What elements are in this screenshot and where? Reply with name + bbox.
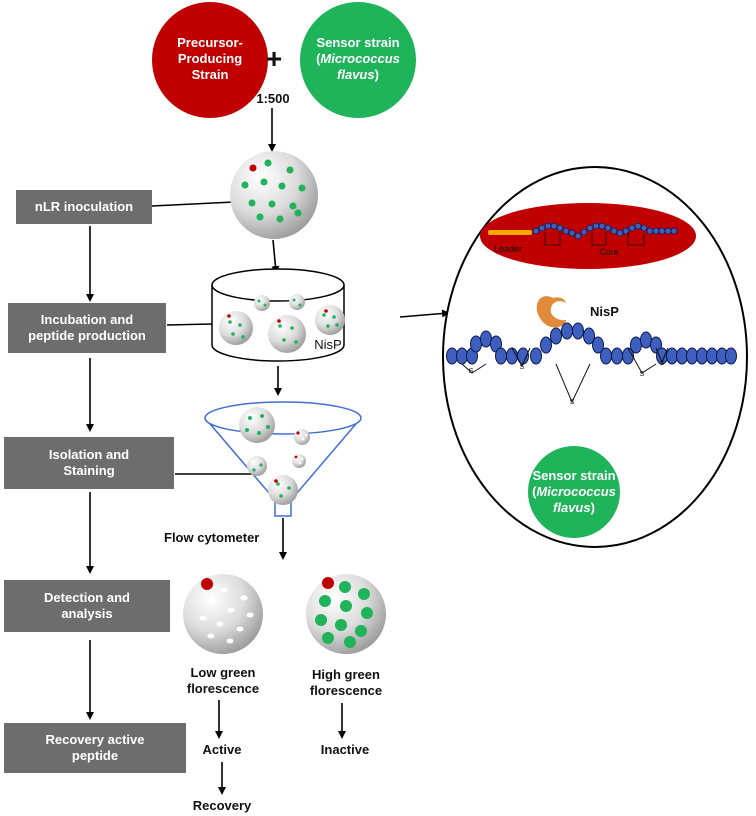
dish-nisp-label: NisP (314, 337, 342, 352)
low-line-1: Low green (190, 665, 256, 680)
producer-line-3: Strain (191, 67, 229, 82)
inset-sensor-line-1: Sensor strain (532, 468, 616, 483)
plus-sign: + (265, 43, 283, 74)
leader-peptide (488, 230, 532, 235)
inset-sensor-strain-circle (528, 446, 620, 538)
step-2-line-1: Incubation and (40, 312, 134, 327)
step-isolation: Isolation and Staining (4, 437, 174, 489)
sensor-line-1: Sensor strain (316, 35, 400, 50)
incubation-dish (211, 268, 345, 362)
inset-paren-close: ) (590, 500, 595, 515)
mature-peptide-beads (446, 322, 737, 365)
sensor-line-3: flavus) (337, 67, 379, 83)
sensor-paren-close: ) (374, 67, 379, 82)
inactive-label: Inactive (320, 742, 370, 757)
producer-line-1: Precursor- (177, 35, 243, 50)
sensor-paren-open: ( (316, 51, 321, 66)
producer-strain-label: Precursor- Producing Strain (158, 26, 262, 92)
ratio-label: 1:500 (256, 91, 290, 106)
inset-sensor-line-3: flavus) (553, 500, 595, 516)
step-nlr-inoculation: nLR inoculation (16, 190, 152, 224)
step-incubation: Incubation and peptide production (8, 303, 166, 353)
sulfur-label-2: S (519, 364, 525, 371)
step-5-line-2: peptide (71, 748, 119, 763)
sensor-strain-circle (300, 2, 416, 118)
core-label: Core (599, 247, 619, 257)
sensor-species-1: Micrococcus (320, 51, 400, 66)
flow-cytometer-label: Flow cytometer (164, 530, 260, 545)
step-2-line-2: peptide production (28, 328, 146, 343)
step-3-line-2: Staining (63, 463, 115, 478)
inoculation-sphere (230, 151, 318, 239)
sulfur-label-4: S (639, 371, 645, 378)
step-4-line-1: Detection and (44, 590, 130, 605)
inset-paren-open: ( (532, 484, 537, 499)
low-green-sphere (183, 574, 263, 654)
step-3-line-1: Isolation and (48, 447, 130, 462)
step-recovery: Recovery active peptide (4, 723, 186, 773)
thioether-bridges (461, 347, 669, 404)
producer-line-2: Producing (177, 51, 243, 66)
recovery-label: Recovery (192, 798, 252, 813)
mechanism-inset (442, 166, 748, 548)
high-line-1: High green (312, 667, 380, 682)
inset-sensor-line-2: (Micrococcus (532, 484, 616, 500)
inset-nisp-label: NisP (590, 304, 619, 319)
inset-species-2: flavus (553, 500, 591, 515)
precursor-peptide-oval (480, 203, 696, 269)
step-5-line-1: Recovery active (45, 732, 145, 747)
active-label: Active (202, 742, 242, 757)
high-line-2: florescence (309, 683, 383, 698)
core-peptide-beads (532, 222, 678, 240)
step-1-line-1: nLR inoculation (34, 199, 134, 214)
sensor-line-2: (Micrococcus (316, 51, 400, 67)
sensor-species-2: flavus (337, 67, 375, 82)
sulfur-label-1: S (468, 368, 474, 375)
nisp-enzyme-shape (536, 296, 566, 328)
step-4-line-2: analysis (61, 606, 113, 621)
producer-strain-circle (152, 2, 268, 118)
arrows (86, 108, 584, 795)
leader-label: Leader (493, 244, 523, 254)
isolation-funnel (204, 401, 362, 517)
high-green-sphere (306, 574, 386, 654)
sulfur-label-5: S (659, 360, 665, 367)
inset-sensor-label: Sensor strain (Micrococcus flavus) (528, 462, 620, 522)
sensor-strain-label: Sensor strain (Micrococcus flavus) (306, 26, 410, 92)
low-line-2: florescence (186, 681, 260, 696)
high-green-label: High green florescence (292, 667, 400, 699)
low-green-label: Low green florescence (168, 665, 278, 697)
sulfur-label-3: S (569, 399, 575, 406)
inset-species-1: Micrococcus (536, 484, 616, 499)
step-detection: Detection and analysis (4, 580, 170, 632)
